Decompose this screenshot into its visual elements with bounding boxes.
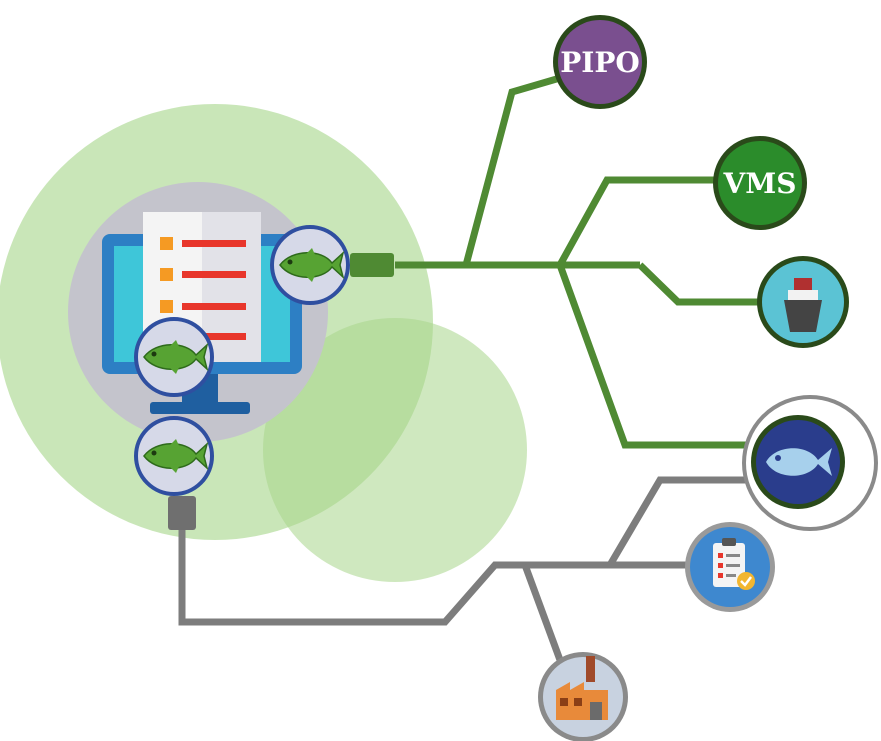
- doc-line: [182, 303, 246, 310]
- doc-line: [182, 271, 246, 278]
- tuna-fish-icon: [134, 416, 214, 496]
- monitor-document-icon: [68, 182, 328, 442]
- vms-label: VMS: [723, 167, 797, 200]
- node-factory[interactable]: [538, 652, 628, 741]
- line-to-pipo: [462, 74, 561, 266]
- node-fish[interactable]: [742, 395, 878, 531]
- node-vessel[interactable]: [757, 256, 849, 348]
- node-vms[interactable]: VMS: [713, 136, 807, 230]
- gray-connectors: [178, 476, 760, 662]
- doc-line: [200, 333, 246, 340]
- green-plug: [350, 253, 394, 277]
- tuna-fish-icon: [270, 225, 350, 305]
- green-connectors: [395, 74, 760, 449]
- tuna-fish-icon: [134, 317, 214, 397]
- line-to-vms: [556, 176, 715, 267]
- line-gray-main: [178, 530, 610, 626]
- monitor-stand-base: [150, 402, 250, 414]
- fish-icon: [766, 448, 832, 476]
- halo-small: [263, 318, 527, 582]
- node-checklist[interactable]: [685, 522, 775, 612]
- doc-bullet: [160, 268, 173, 281]
- line-to-vessel: [637, 262, 760, 306]
- node-pipo[interactable]: PIPO: [553, 15, 647, 109]
- pipo-label: PIPO: [560, 46, 640, 79]
- clipboard-check-icon: [713, 538, 755, 590]
- line-gray-to-fish: [606, 476, 760, 567]
- doc-bullet: [160, 237, 173, 250]
- gray-plug: [168, 496, 196, 530]
- ship-icon: [784, 278, 822, 332]
- line-to-fish: [556, 263, 760, 449]
- doc-bullet: [160, 300, 173, 313]
- line-gray-to-factory: [521, 563, 564, 662]
- factory-icon: [556, 656, 608, 720]
- doc-line: [182, 240, 246, 247]
